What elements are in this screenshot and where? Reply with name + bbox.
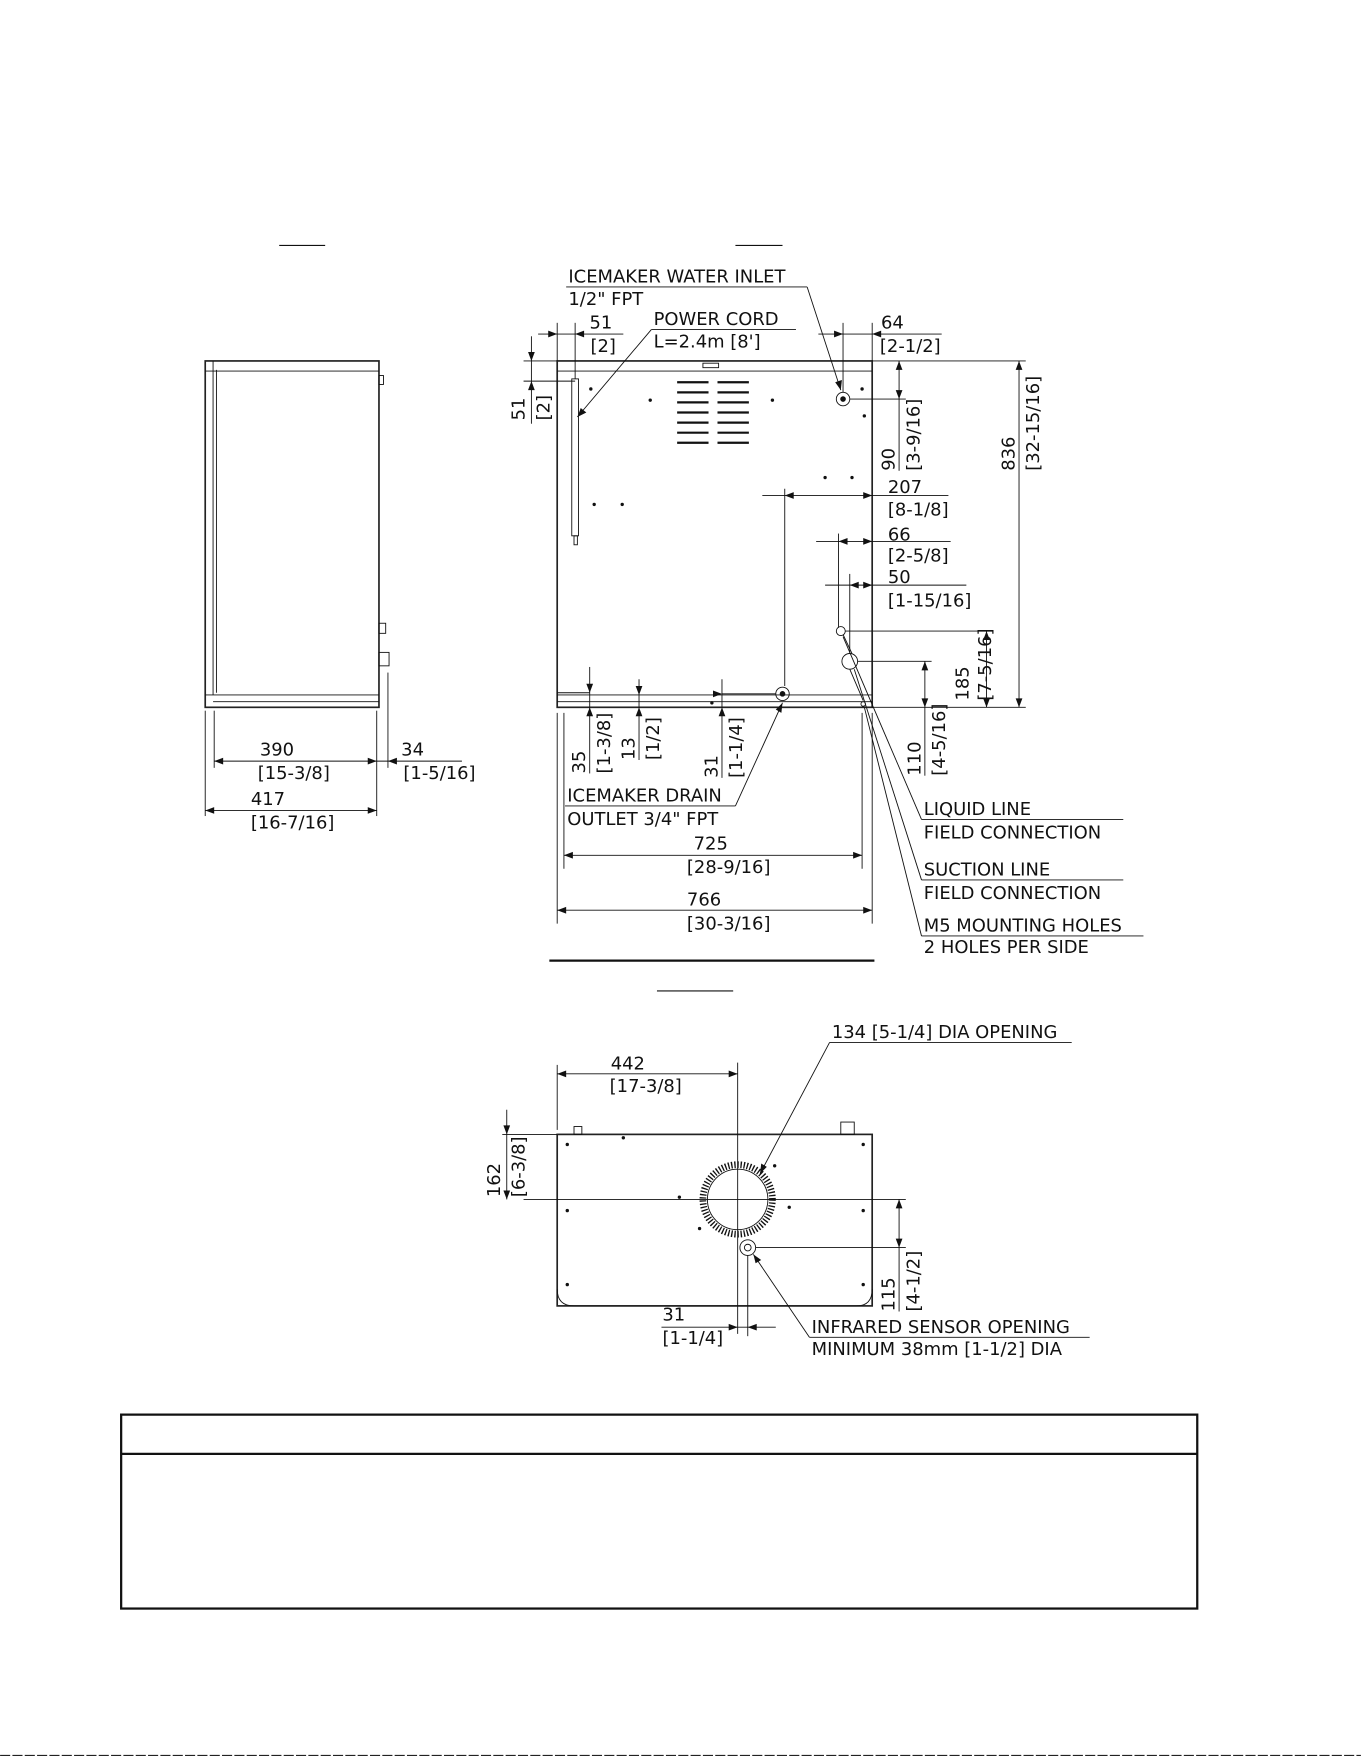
dim-66-in: [2-5/8]: [888, 546, 949, 567]
dim-51-horizontal-in: [2]: [590, 336, 615, 357]
dim-31-top-in: [1-1/4]: [662, 1328, 723, 1349]
side-fitting-upper: [378, 622, 387, 634]
dim-31-rear-in: [1-1/4]: [726, 717, 747, 778]
dim-51-vertical: 51: [509, 398, 530, 421]
dim-35-in: [1-3/8]: [594, 713, 615, 774]
callout-mount-line2: 2 HOLES PER SIDE: [924, 937, 1089, 958]
dim-110: 110: [904, 741, 925, 775]
dim-390-in: [15-3/8]: [258, 763, 330, 784]
rear-view-cabinet: [556, 360, 874, 709]
dim-162: 162: [484, 1163, 505, 1197]
rear-view: ICEMAKER WATER INLET 1/2" FPT POWER CORD…: [509, 266, 1144, 962]
dim-207-in: [8-1/8]: [888, 500, 949, 521]
top-water-fitting: [840, 1121, 855, 1135]
dim-51-vertical-in: [2]: [533, 395, 554, 420]
side-view-cabinet: [204, 360, 380, 709]
liquid-line-fitting: [835, 626, 846, 637]
dim-66: 66: [888, 524, 911, 545]
callout-sensor-line2: MINIMUM 38mm [1-1/2] DIA: [812, 1339, 1063, 1360]
callout-water-inlet-line2: 1/2" FPT: [568, 289, 643, 310]
dim-90-in: [3-9/16]: [903, 399, 924, 471]
dim-836: 836: [999, 437, 1020, 471]
dim-64-in: [2-1/2]: [880, 336, 941, 357]
top-view: 134 [5-1/4] DIA OPENING 442 [17-3/8] 162…: [484, 1022, 1090, 1360]
dim-725: 725: [694, 834, 728, 855]
dim-13-in: [1/2]: [643, 717, 664, 760]
suction-line-fitting: [841, 653, 859, 670]
title-block-frame: [120, 1413, 1199, 1610]
callout-power-cord-line2: L=2.4m [8']: [654, 331, 761, 352]
top-view-cabinet: [556, 1133, 874, 1307]
dim-34: 34: [401, 740, 424, 761]
side-view: 390 [15-3/8] 34 [1-5/16] 417 [16-7/16]: [204, 360, 476, 833]
dim-90: 90: [879, 448, 900, 471]
dim-115-in: [4-1/2]: [903, 1251, 924, 1312]
dim-390: 390: [260, 740, 294, 761]
rear-louvers: [677, 381, 749, 444]
dim-836-in: [32-15/16]: [1023, 376, 1044, 471]
dim-185-in: [7-5/16]: [975, 628, 996, 700]
callout-suction-line1: SUCTION LINE: [924, 859, 1050, 880]
dim-417: 417: [251, 789, 285, 810]
callout-opening: 134 [5-1/4] DIA OPENING: [832, 1022, 1058, 1043]
dim-766-in: [30-3/16]: [687, 913, 771, 934]
callout-suction-line2: FIELD CONNECTION: [924, 883, 1101, 904]
dim-115: 115: [879, 1277, 900, 1311]
callout-sensor-line1: INFRARED SENSOR OPENING: [812, 1317, 1070, 1338]
dim-50-in: [1-15/16]: [888, 590, 972, 611]
dim-31-rear: 31: [701, 755, 722, 778]
callout-drain-line2: OUTLET 3/4" FPT: [567, 809, 718, 830]
callout-power-cord-line1: POWER CORD: [654, 309, 779, 330]
power-cord: [571, 378, 579, 537]
dim-64: 64: [881, 312, 904, 333]
callout-drain-line1: ICEMAKER DRAIN: [567, 785, 722, 806]
dim-185: 185: [953, 666, 974, 700]
dim-442-in: [17-3/8]: [610, 1076, 682, 1097]
title-block: [120, 1413, 1199, 1610]
callout-liquid-line1: LIQUID LINE: [924, 799, 1031, 820]
dim-13: 13: [619, 737, 640, 760]
dim-35: 35: [569, 751, 590, 774]
dim-725-in: [28-9/16]: [687, 857, 771, 878]
dim-207: 207: [888, 477, 922, 498]
side-fitting-lower: [378, 651, 390, 667]
dim-442: 442: [611, 1053, 645, 1074]
dim-417-in: [16-7/16]: [251, 812, 335, 833]
dim-162-in: [6-3/8]: [509, 1136, 530, 1197]
callout-mount-line1: M5 MOUNTING HOLES: [924, 916, 1122, 937]
callout-water-inlet-line1: ICEMAKER WATER INLET: [568, 266, 785, 287]
infrared-sensor-opening: [739, 1239, 757, 1256]
dim-110-in: [4-5/16]: [929, 704, 950, 776]
callout-liquid-line2: FIELD CONNECTION: [924, 822, 1101, 843]
dim-766: 766: [687, 890, 721, 911]
dim-50: 50: [888, 567, 911, 588]
dim-34-in: [1-5/16]: [403, 763, 475, 784]
dim-51-horizontal: 51: [590, 312, 613, 333]
dim-31-top: 31: [662, 1304, 685, 1325]
